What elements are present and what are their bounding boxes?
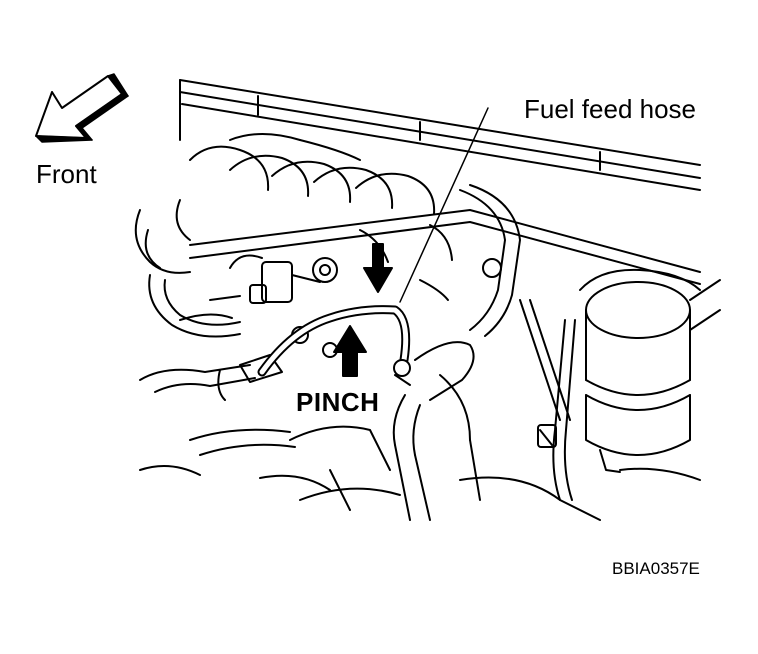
fuel-feed-hose <box>257 305 411 386</box>
hose-leader-line <box>399 107 489 303</box>
front-direction-arrow <box>35 73 129 143</box>
hood-panel <box>179 79 701 191</box>
lower-engine <box>179 224 701 521</box>
figure-code: BBIA0357E <box>612 559 700 578</box>
fuel-connector <box>217 254 338 401</box>
right-hoses <box>392 184 576 521</box>
front-label: Front <box>36 159 97 189</box>
intake-manifold <box>134 133 436 274</box>
cross-rail <box>189 209 701 285</box>
left-hoses <box>139 274 331 491</box>
fuel-feed-hose-label: Fuel feed hose <box>524 94 697 124</box>
reservoir-tank <box>579 268 721 473</box>
pinch-label: PINCH <box>296 387 380 417</box>
pinch-arrows <box>333 243 393 377</box>
